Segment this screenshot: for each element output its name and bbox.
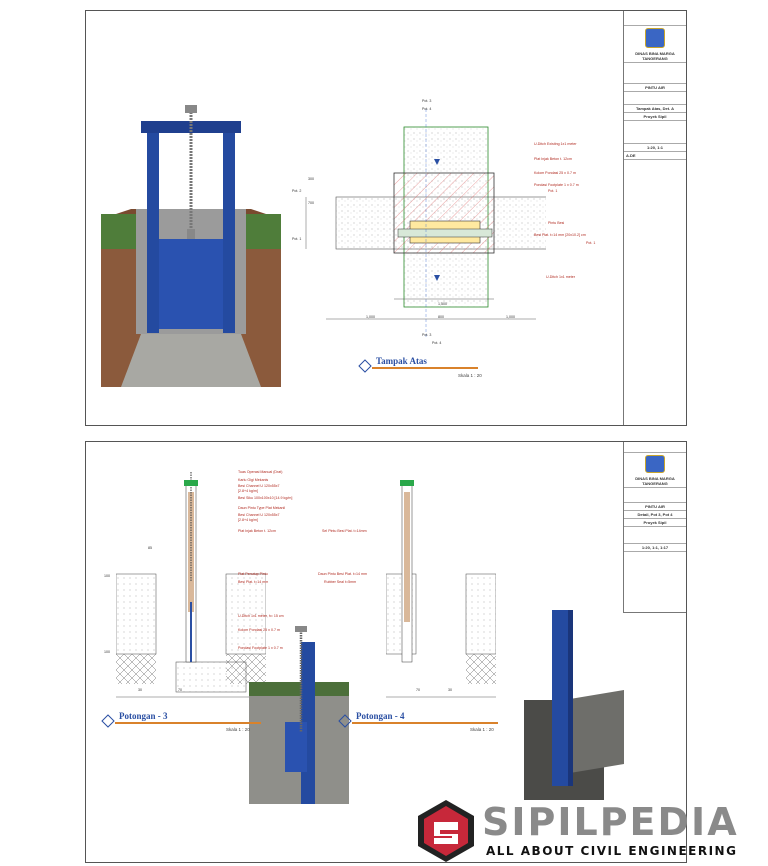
- dim-center: 1,500: [438, 302, 447, 306]
- label-u-ditch-existing: U-Ditch Existing 1x1 meter: [534, 142, 577, 146]
- pot4-label-daun-pintu: Daun Pintu Besi Plat. t=14 mm: [318, 572, 368, 576]
- view-scale-pot4: Skala 1 : 20: [470, 727, 494, 732]
- sluice-gate-3d-render: [101, 99, 281, 387]
- view-scale-pot3: Skala 1 : 20: [226, 727, 250, 732]
- pot3-label-plat-injak: Plat Injak Beton t. 12cm: [238, 529, 276, 533]
- pot3-label-channel-a-w: [2.8+4 kg/m]: [238, 489, 258, 493]
- title-block-2: DINAS BINA MARGA TANGERANG PINTU AIR Det…: [623, 442, 686, 613]
- label-pondasi-footplate: Pondasi Footplate 1 x 0.7 m: [534, 183, 579, 187]
- dim-pot4-top: Pot. 4: [422, 107, 432, 111]
- pot4-dim-30: 30: [448, 688, 452, 692]
- pot4-label-sel-pintu: Sel Pintu Besi Plat. t=14mm: [322, 529, 367, 533]
- sipilpedia-logo-icon: [418, 800, 474, 862]
- dim-pot3-bot: Pot. 3: [422, 333, 432, 337]
- section-pot-4-drawing: [386, 480, 496, 698]
- pot4-dim-70: 70: [416, 688, 420, 692]
- pot3-label-kolom: Kolom Pondasi 25 x 0.7 m: [238, 628, 280, 632]
- view-title-marker-pot3: [101, 714, 261, 728]
- tb-header: [624, 11, 686, 26]
- pot3-label-daun-pintu: Daun Pintu Type Plat Mekanil: [238, 506, 286, 510]
- tb-project: PINTU AIR: [624, 84, 686, 92]
- drawing-sheet-1: DINAS BINA MARGA TANGERANG PINTU AIR Tam…: [85, 10, 687, 426]
- view-title-tampak-atas: Tampak Atas: [376, 356, 427, 366]
- dim-pot1-left: Pot. 1: [292, 237, 302, 241]
- view-title-marker-1: [358, 359, 478, 373]
- tb-drawing: Tampak Atas, Det. A: [624, 105, 686, 113]
- drawing-sheet-2: DINAS BINA MARGA TANGERANG PINTU AIR Det…: [85, 441, 687, 863]
- tb2-field1: Proyek Sipil: [624, 519, 686, 527]
- label-besi-plat: Besi Plat. t=14 mm [20x10.2] cm: [534, 233, 586, 237]
- tb-field1: Proyek Sipil: [624, 113, 686, 121]
- dim-pot2-left: Pot. 2: [292, 189, 302, 193]
- view-title-potongan-3: Potongan - 3: [119, 711, 168, 721]
- dim-pot4-bot: Pot. 4: [432, 341, 442, 345]
- tb-org: DINAS BINA MARGA TANGERANG: [624, 50, 686, 63]
- pot3-label-channel-a: Besi Channel U 120x55x7: [238, 484, 280, 488]
- view-scale-1: Skala 1 : 20: [458, 373, 482, 378]
- pot3-label-plat-penutup: Plat Penutup Pintu: [238, 572, 268, 576]
- view-title-marker-pot4: [338, 714, 498, 728]
- title-block-1: DINAS BINA MARGA TANGERANG PINTU AIR Tam…: [623, 11, 686, 425]
- pot3-dim-100: 100: [104, 574, 110, 578]
- logo-emblem-2: [645, 455, 665, 473]
- section-pot-3-drawing: [116, 472, 266, 698]
- tb2-drawing: Detail, Pot 3, Pot 4: [624, 511, 686, 519]
- label-u-ditch: U-Ditch 1x1 meter: [546, 275, 575, 279]
- label-pot-1-b: Pot. 1: [586, 241, 596, 245]
- label-pot-1-a: Pot. 1: [548, 189, 558, 193]
- plan-view-drawing: [305, 109, 546, 339]
- dim-700: 700: [308, 201, 314, 205]
- pot3-label-karlu: Karlu Gigi Mekanis: [238, 478, 269, 482]
- logo-emblem: [645, 28, 665, 48]
- pot4-label-rubber: Rubber Seal t=5mm: [324, 580, 357, 584]
- view-title-potongan-4: Potongan - 4: [356, 711, 405, 721]
- pot3-label-channel-b-w: [2.8+4 kg/m]: [238, 518, 258, 522]
- dim-w2: 800: [438, 315, 444, 319]
- watermark-brand: SIPILPEDIA: [482, 800, 739, 844]
- pot3-dim-30: 30: [138, 688, 142, 692]
- pot3-dim-100b: 100: [104, 650, 110, 654]
- label-pintu-besi: Pintu Besi: [548, 221, 565, 225]
- pot3-dim-70: 70: [178, 688, 182, 692]
- dim-pot3-top: Pot. 3: [422, 99, 432, 103]
- sluice-gate-3d-render-3: [524, 610, 624, 800]
- pot3-label-besi-plat: Besi Plat. t=14 mm: [238, 580, 269, 584]
- tb2-project: PINTU AIR: [624, 503, 686, 511]
- pot3-label-tuas: Tuas Operasi Manual (Drat): [238, 470, 283, 474]
- dim-300: 300: [308, 177, 314, 181]
- tb2-org: DINAS BINA MARGA TANGERANG: [624, 475, 686, 488]
- dim-w3: 1,000: [506, 315, 515, 319]
- tb-scale: 1:20, 1:1: [624, 144, 686, 152]
- label-plat-injak: Plat Injak Beton t. 12cm: [534, 157, 572, 161]
- watermark-tagline: ALL ABOUT CIVIL ENGINEERING: [486, 844, 738, 858]
- dim-w1: 1,000: [366, 315, 375, 319]
- pot3-label-footplate: Pondasi Footplate 1 x 0.7 m: [238, 646, 283, 650]
- tb-code: A.DE: [624, 152, 686, 160]
- tb2-scale: 1:20, 1:1, 1:17: [624, 544, 686, 552]
- pot3-label-siku: Besi Siku 100x100x10 [14.9 kg/m]: [238, 496, 293, 500]
- pot3-label-u-ditch: U-Ditch 1x1 meter, h= 15 cm: [238, 614, 284, 618]
- pot3-label-channel-b: Besi Channel U 120x55x7: [238, 513, 280, 517]
- pot3-dim-85: 85: [148, 546, 152, 550]
- label-kolom-pondasi: Kolom Pondasi 25 x 0.7 m: [534, 171, 576, 175]
- sluice-gate-3d-render-2: [249, 626, 349, 804]
